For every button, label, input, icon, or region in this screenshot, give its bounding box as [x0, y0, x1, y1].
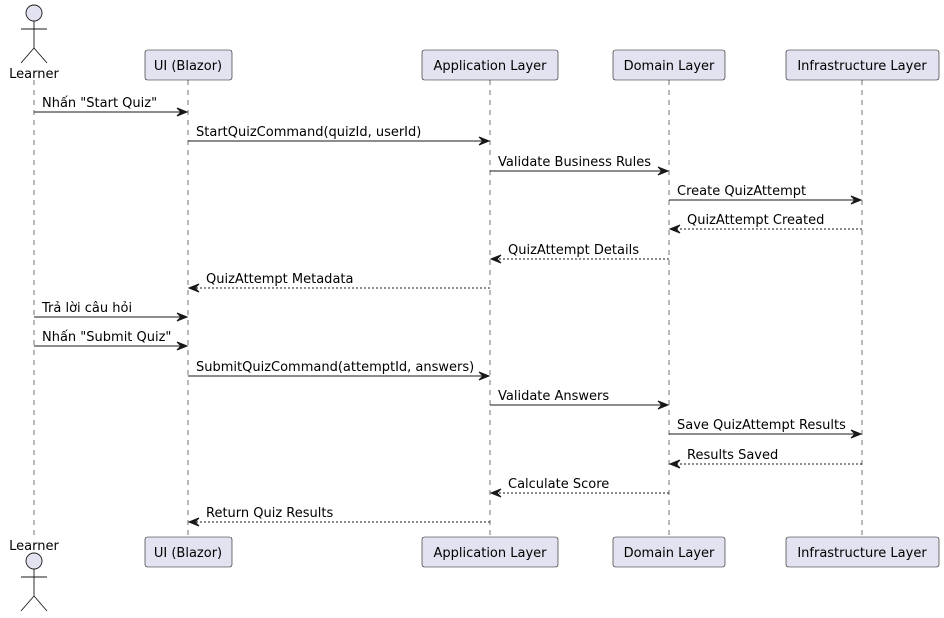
arrow-head [478, 371, 491, 381]
participant-infrastructure-layer-top: Infrastructure Layer [785, 49, 940, 81]
arrow-head [657, 166, 670, 176]
message-label: Validate Business Rules [498, 155, 651, 170]
arrow-head [489, 254, 502, 264]
actor-learner-top: Learner [9, 4, 59, 82]
participant-box [612, 536, 726, 568]
participant-box [144, 536, 233, 568]
arrow-head [668, 224, 681, 234]
participant-label: Domain Layer [624, 546, 715, 561]
participant-application-layer-top: Application Layer [421, 49, 559, 81]
participant-box [144, 49, 233, 81]
actor-learner-bottom: Learner [9, 539, 59, 612]
message-return-quiz-results: Return Quiz Results [187, 506, 490, 527]
arrow-head [657, 400, 670, 410]
message-label: StartQuizCommand(quizId, userId) [196, 125, 421, 140]
participant-ui-blazor-bottom: UI (Blazor) [144, 536, 233, 568]
participant-label: UI (Blazor) [154, 59, 222, 74]
actor-label-top: Learner [9, 67, 59, 82]
message-label: SubmitQuizCommand(attemptId, answers) [196, 360, 474, 375]
participants-top: Learner UI (Blazor) Application Layer Domai… [9, 4, 940, 82]
participant-box [421, 536, 559, 568]
arrow-head [176, 341, 189, 351]
actor-label-bottom: Learner [9, 539, 59, 554]
arrow-head [668, 459, 681, 469]
message-quizattempt-metadata: QuizAttempt Metadata [187, 272, 490, 293]
message-validate-business-rules: Validate Business Rules [490, 155, 670, 176]
arrow-head [850, 195, 863, 205]
participant-box [785, 536, 940, 568]
arrow-head [176, 107, 189, 117]
participant-box [612, 49, 726, 81]
message-nh-n-start-quiz: Nhấn "Start Quiz" [34, 96, 189, 117]
message-nh-n-submit-quiz: Nhấn "Submit Quiz" [34, 330, 189, 351]
message-create-quizattempt: Create QuizAttempt [669, 184, 863, 205]
message-label: Save QuizAttempt Results [677, 418, 846, 433]
participant-label: Application Layer [433, 546, 547, 561]
message-label: Create QuizAttempt [677, 184, 806, 199]
participant-application-layer-bottom: Application Layer [421, 536, 559, 568]
participant-label: Domain Layer [624, 59, 715, 74]
participant-domain-layer-top: Domain Layer [612, 49, 726, 81]
arrow-head [850, 429, 863, 439]
participants-bottom: Learner UI (Blazor) Application Layer Domai… [9, 536, 940, 612]
message-tr-l-i-c-u-h-i: Trả lời câu hỏi [34, 301, 189, 322]
participant-label: Infrastructure Layer [797, 546, 927, 561]
arrow-head [489, 488, 502, 498]
participant-box [421, 49, 559, 81]
messages: Nhấn "Start Quiz" StartQuizCommand(quizId… [34, 96, 863, 527]
lifelines [33, 80, 863, 537]
message-label: Trả lời câu hỏi [41, 301, 132, 316]
message-quizattempt-created: QuizAttempt Created [668, 213, 862, 234]
message-label: QuizAttempt Metadata [206, 272, 353, 287]
message-label: Calculate Score [508, 477, 609, 492]
message-label: Nhấn "Start Quiz" [42, 96, 157, 111]
message-results-saved: Results Saved [668, 448, 862, 469]
participant-label: Infrastructure Layer [797, 59, 927, 74]
message-label: Return Quiz Results [206, 506, 333, 521]
message-label: Results Saved [687, 448, 778, 463]
arrow-head [478, 136, 491, 146]
participant-infrastructure-layer-bottom: Infrastructure Layer [785, 536, 940, 568]
message-label: Nhấn "Submit Quiz" [42, 330, 171, 345]
arrow-head [187, 517, 200, 527]
participant-label: Application Layer [433, 59, 547, 74]
message-label: QuizAttempt Created [687, 213, 824, 228]
message-save-quizattempt-results: Save QuizAttempt Results [669, 418, 863, 439]
message-startquizcommand-quizid-userid: StartQuizCommand(quizId, userId) [188, 125, 491, 146]
arrow-head [187, 283, 200, 293]
message-calculate-score: Calculate Score [489, 477, 669, 498]
participant-label: UI (Blazor) [154, 546, 222, 561]
actor-icon [20, 4, 48, 64]
participant-ui-blazor-top: UI (Blazor) [144, 49, 233, 81]
arrow-head [176, 312, 189, 322]
message-validate-answers: Validate Answers [490, 389, 670, 410]
message-label: Validate Answers [498, 389, 609, 404]
message-quizattempt-details: QuizAttempt Details [489, 243, 669, 264]
message-label: QuizAttempt Details [508, 243, 639, 258]
participant-domain-layer-bottom: Domain Layer [612, 536, 726, 568]
actor-icon [20, 552, 48, 612]
participant-box [785, 49, 940, 81]
message-submitquizcommand-attemptid-answers: SubmitQuizCommand(attemptId, answers) [188, 360, 491, 381]
